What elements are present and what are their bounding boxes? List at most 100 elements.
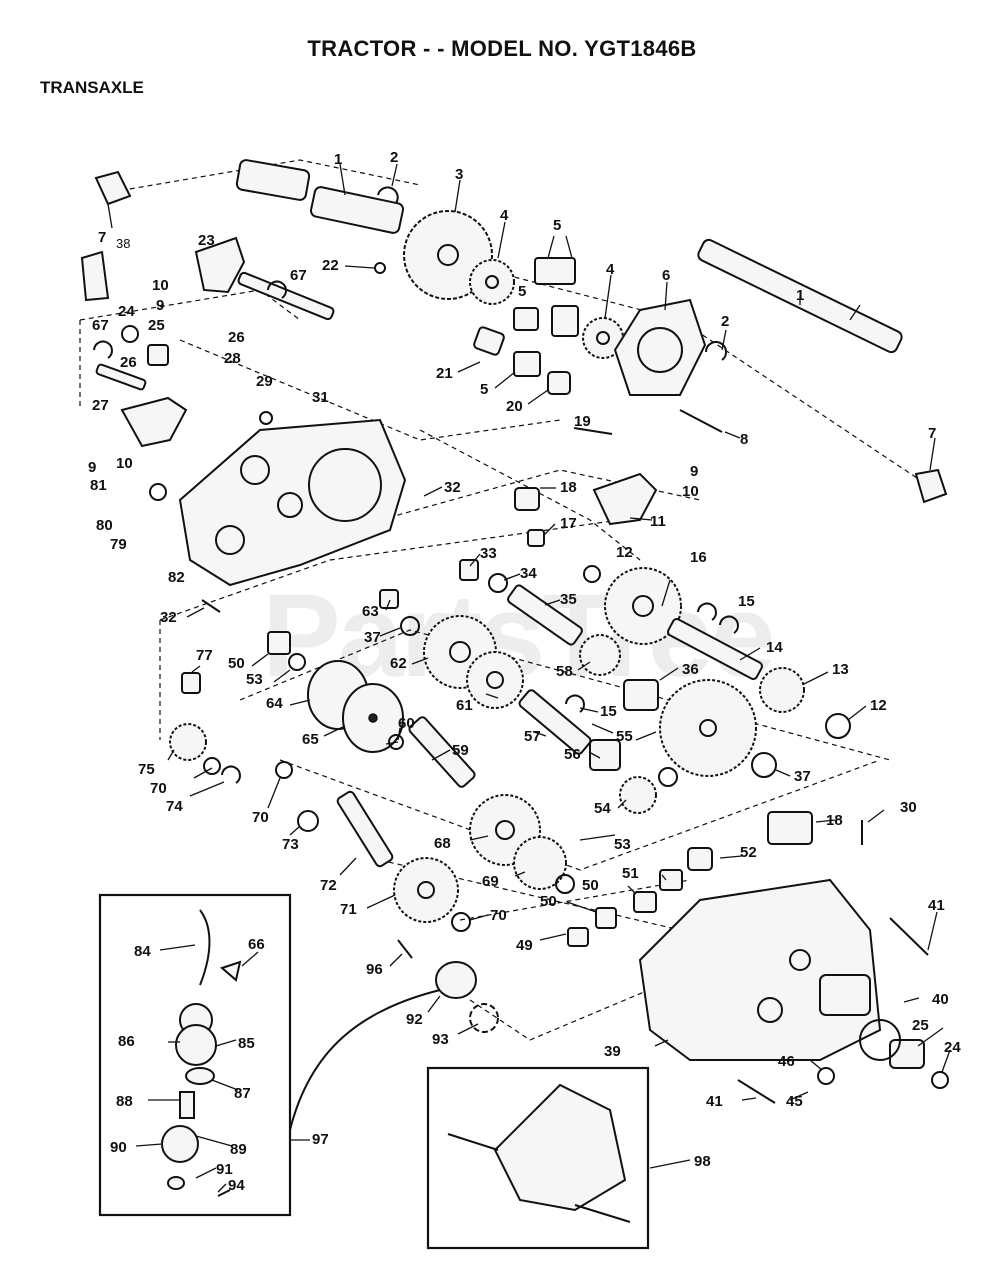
callout-9: 9	[88, 459, 97, 476]
callout-39: 39	[604, 1043, 621, 1060]
callout-61: 61	[456, 697, 473, 714]
callout-10: 10	[682, 483, 699, 500]
callout-94: 94	[228, 1177, 245, 1194]
callout-57: 57	[524, 728, 541, 745]
callout-27: 27	[92, 397, 109, 414]
callout-45: 45	[786, 1093, 803, 1110]
axle-shaft-left	[235, 159, 405, 234]
callout-51: 51	[622, 865, 639, 882]
callout-69: 69	[482, 873, 499, 890]
callout-75: 75	[138, 761, 155, 778]
callout-91: 91	[216, 1161, 233, 1178]
callout-56: 56	[564, 746, 581, 763]
callout-12: 12	[616, 544, 633, 561]
callout-66: 66	[248, 936, 265, 953]
callout-35: 35	[560, 591, 577, 608]
callout-50: 50	[582, 877, 599, 894]
callout-12: 12	[870, 697, 887, 714]
callout-96: 96	[366, 961, 383, 978]
callout-8: 8	[740, 431, 749, 448]
callout-98: 98	[694, 1153, 711, 1170]
callout-18: 18	[826, 812, 843, 829]
callout-70: 70	[150, 780, 167, 797]
gear-3	[403, 210, 493, 300]
retaining-clips	[93, 186, 739, 1033]
callout-70: 70	[252, 809, 269, 826]
callout-10: 10	[116, 455, 133, 472]
callout-17: 17	[560, 515, 577, 532]
callout-59: 59	[452, 742, 469, 759]
callout-41: 41	[706, 1093, 723, 1110]
callout-9: 9	[156, 297, 165, 314]
gear-71	[393, 857, 459, 923]
callout-90: 90	[110, 1139, 127, 1156]
callout-33: 33	[480, 545, 497, 562]
callout-77: 77	[196, 647, 213, 664]
callout-93: 93	[432, 1031, 449, 1048]
callout-71: 71	[340, 901, 357, 918]
callout-63: 63	[362, 603, 379, 620]
bolts	[201, 409, 929, 1104]
callout-26: 26	[120, 354, 137, 371]
callout-50: 50	[540, 893, 557, 910]
callout-28: 28	[224, 350, 241, 367]
callout-67: 67	[92, 317, 109, 334]
callout-73: 73	[282, 836, 299, 853]
callout-26: 26	[228, 329, 245, 346]
callout-62: 62	[390, 655, 407, 672]
gear-61	[466, 651, 524, 709]
callout-31: 31	[312, 389, 329, 406]
callout-52: 52	[740, 844, 757, 861]
callout-23: 23	[198, 232, 215, 249]
bevel-pinion-cluster	[513, 257, 579, 377]
callout-89: 89	[230, 1141, 247, 1158]
callout-37: 37	[794, 768, 811, 785]
bushings	[121, 262, 949, 1089]
callout-41: 41	[928, 897, 945, 914]
detail-box-97	[98, 893, 292, 1217]
callout-87: 87	[234, 1085, 251, 1102]
page-title: TRACTOR - - MODEL NO. YGT1846B	[307, 36, 697, 61]
callout-37: 37	[364, 629, 381, 646]
callout-16: 16	[690, 549, 707, 566]
callout-7: 7	[928, 425, 937, 442]
callout-21: 21	[436, 365, 453, 382]
detail-box-98	[426, 1066, 650, 1250]
shift-forks	[80, 170, 948, 526]
callout-4: 4	[606, 261, 615, 278]
discs-64-65	[307, 660, 404, 753]
callout-10: 10	[152, 277, 169, 294]
callout-20: 20	[506, 398, 523, 415]
callout-40: 40	[932, 991, 949, 1008]
gear-54	[619, 776, 657, 814]
leader-lines	[107, 163, 951, 1193]
callout-50: 50	[228, 655, 245, 672]
callout-5: 5	[480, 381, 489, 398]
callout-86: 86	[118, 1033, 135, 1050]
gear-4-upper	[469, 259, 515, 305]
callout-25: 25	[912, 1017, 929, 1034]
callout-1: 1	[796, 287, 805, 304]
callout-30: 30	[900, 799, 917, 816]
callout-2: 2	[721, 313, 730, 330]
housing-39	[638, 878, 901, 1061]
callout-55: 55	[616, 728, 633, 745]
callout-5: 5	[553, 217, 562, 234]
callout-14: 14	[766, 639, 783, 656]
gear-75	[169, 723, 207, 761]
callout-2: 2	[390, 149, 399, 166]
bearing-plate-6	[613, 298, 707, 396]
callout-7: 7	[98, 229, 107, 246]
callout-6: 6	[662, 267, 671, 284]
callout-19: 19	[574, 413, 591, 430]
callout-92: 92	[406, 1011, 423, 1028]
callout-85: 85	[238, 1035, 255, 1052]
callout-84: 84	[134, 943, 151, 960]
gear-55	[659, 679, 757, 777]
gear-13	[759, 667, 805, 713]
callout-24: 24	[944, 1039, 961, 1056]
callout-5: 5	[518, 283, 527, 300]
callout-64: 64	[266, 695, 283, 712]
gear-16	[604, 567, 682, 645]
